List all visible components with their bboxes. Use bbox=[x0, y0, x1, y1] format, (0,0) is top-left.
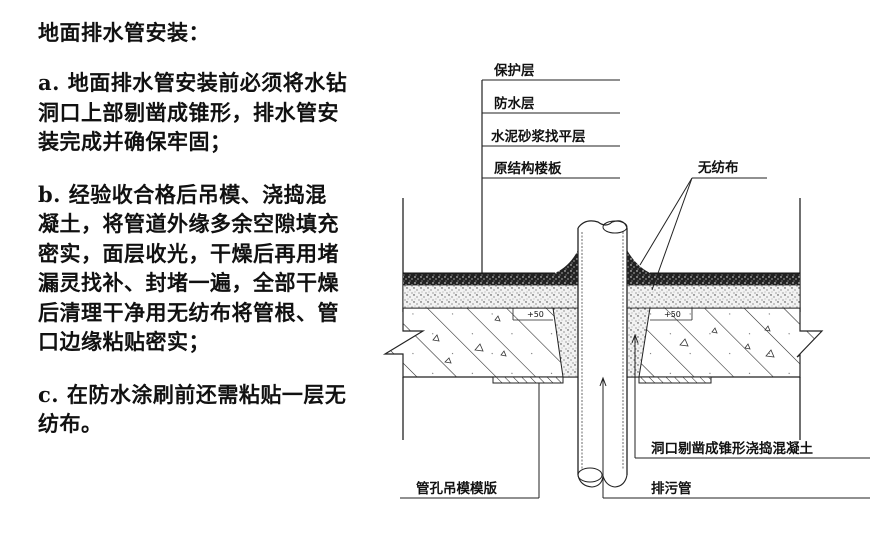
pipe-callout: 排污管 bbox=[599, 376, 870, 499]
waterproof-layer-left bbox=[403, 250, 578, 285]
section-heading: 地面排水管安装： bbox=[38, 20, 210, 45]
layer-label-protective: 保护层 bbox=[493, 62, 535, 79]
cone-concrete-label: 洞口剔凿成锥形浇捣混凝土 bbox=[651, 440, 813, 457]
dimension-right: +50 bbox=[650, 308, 693, 321]
pipe-label: 排污管 bbox=[651, 480, 692, 497]
dimension-left: +50 bbox=[512, 308, 553, 321]
formwork-label: 管孔吊模模版 bbox=[416, 480, 497, 497]
aggregate-marks bbox=[432, 315, 775, 364]
pipe-arrow-icon bbox=[599, 376, 607, 387]
svg-text:+50: +50 bbox=[527, 310, 544, 319]
step-b-text: b. 经验收合格后吊模、浇捣混凝土，将管道外缘多余空隙填充密实，面层收光，干燥后… bbox=[38, 181, 339, 355]
layer-callout: 保护层 防水层 水泥砂浆找平层 原结构楼板 bbox=[478, 62, 620, 335]
cone-concrete-callout: 洞口剔凿成锥形浇捣混凝土 bbox=[631, 333, 870, 459]
nonwoven-label: 无纺布 bbox=[697, 159, 739, 176]
layer-label-leveling: 水泥砂浆找平层 bbox=[491, 128, 586, 145]
svg-text:+50: +50 bbox=[664, 310, 681, 319]
formwork-callout: 管孔吊模模版 bbox=[400, 383, 540, 499]
waterproof-layer-right bbox=[627, 250, 800, 285]
instruction-text-panel: 地面排水管安装： a. 地面排水管安装前必须将水钻洞口上部剔凿成锥形，排水管安装… bbox=[38, 18, 348, 462]
step-c-text: c. 在防水涂刷前还需粘贴一层无纺布。 bbox=[38, 381, 347, 437]
formwork-plate-right bbox=[638, 376, 712, 384]
layer-label-slab: 原结构楼板 bbox=[494, 160, 562, 177]
nonwoven-callout: 无纺布 bbox=[639, 159, 767, 291]
cone-arrow-icon bbox=[631, 333, 639, 344]
formwork-plate-left bbox=[492, 376, 564, 384]
step-a-text: a. 地面排水管安装前必须将水钻洞口上部剔凿成锥形，排水管安装完成并确保牢固； bbox=[38, 70, 348, 154]
layer-label-waterproof: 防水层 bbox=[494, 95, 535, 112]
leveling-layer-left bbox=[402, 284, 579, 309]
